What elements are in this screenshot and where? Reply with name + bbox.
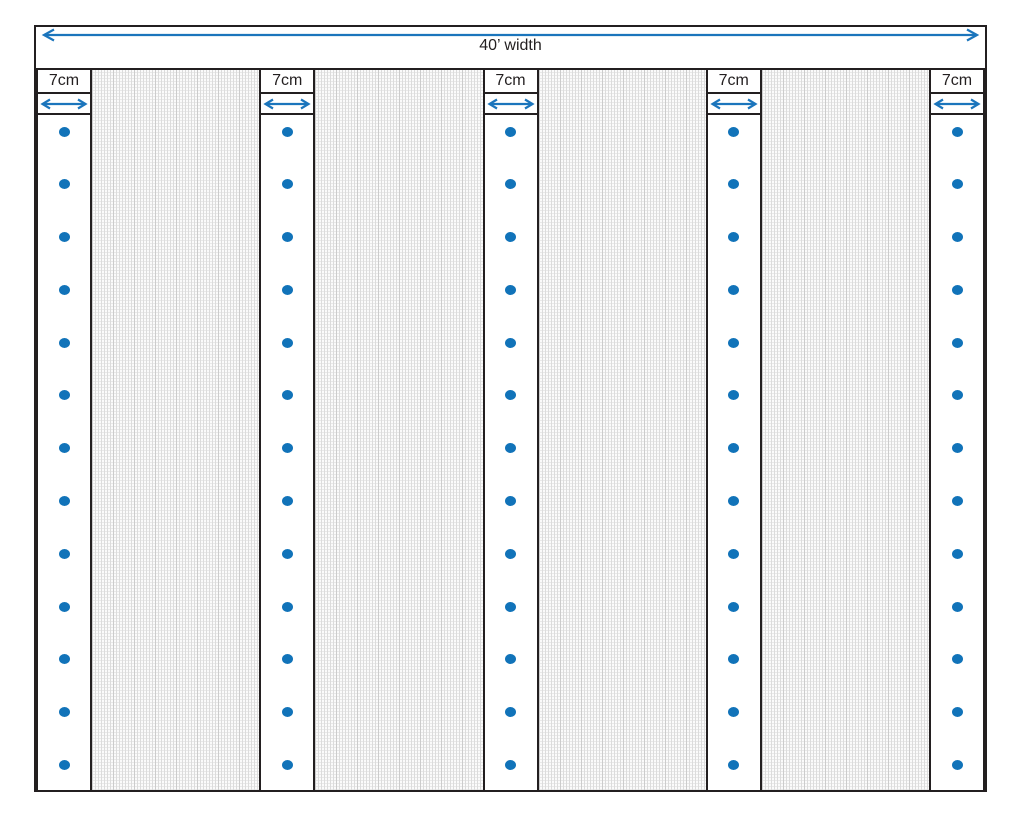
planting-hole-dot: [281, 496, 293, 507]
width-dimension-band: 40’ width: [36, 27, 985, 70]
dot-column: [708, 115, 760, 790]
planting-hole-dot: [281, 601, 293, 612]
strip-arrow-box: [707, 94, 760, 115]
planting-hole-dot: [505, 179, 516, 190]
planting-hole-dot: [951, 759, 963, 770]
planting-hole-dot: [281, 654, 293, 665]
strip-width-label: 7cm: [931, 70, 983, 94]
planting-hole-dot: [505, 496, 516, 507]
strip-width-label: 7cm: [38, 70, 90, 94]
planting-hole-dot: [728, 337, 740, 348]
tape-strip: 7cm: [705, 70, 762, 790]
planting-hole-dot: [58, 443, 70, 454]
planting-hole-dot: [58, 601, 70, 612]
planting-hole-dot: [281, 179, 293, 190]
planting-hole-dot: [58, 654, 70, 665]
planting-hole-dot: [951, 284, 963, 295]
planting-hole-dot: [281, 759, 293, 770]
mesh-panel: [315, 70, 483, 790]
planting-hole-dot: [951, 232, 963, 243]
tape-strip: 7cm: [482, 70, 539, 790]
mesh-panel: [538, 70, 706, 790]
planting-hole-dot: [58, 284, 70, 295]
diagram-body: 7cm 7cm 7cm 7cm 7cm: [36, 70, 985, 790]
planting-hole-dot: [58, 548, 70, 559]
planting-hole-dot: [58, 759, 70, 770]
strip-width-arrow-icon: [263, 98, 311, 109]
strip-width-label: 7cm: [484, 70, 537, 94]
planting-hole-dot: [728, 496, 740, 507]
strip-arrow-box: [931, 94, 983, 115]
mesh-panel: [92, 70, 260, 790]
planting-hole-dot: [281, 548, 293, 559]
dot-column: [261, 115, 313, 790]
planting-hole-dot: [58, 232, 70, 243]
planting-hole-dot: [58, 496, 70, 507]
planting-hole-dot: [728, 179, 740, 190]
planting-hole-dot: [58, 390, 70, 401]
planting-hole-dot: [728, 390, 740, 401]
planting-hole-dot: [728, 443, 740, 454]
planting-hole-dot: [951, 390, 963, 401]
planting-hole-dot: [505, 548, 516, 559]
planting-hole-dot: [281, 284, 293, 295]
planting-hole-dot: [728, 707, 740, 718]
strip-arrow-box: [261, 94, 314, 115]
planting-hole-dot: [728, 232, 740, 243]
planting-hole-dot: [505, 337, 516, 348]
planting-hole-dot: [505, 284, 516, 295]
planting-hole-dot: [951, 548, 963, 559]
mesh-panel: [761, 70, 929, 790]
planting-hole-dot: [58, 707, 70, 718]
tape-strip: 7cm: [36, 70, 92, 790]
planting-hole-dot: [951, 496, 963, 507]
dot-column: [931, 115, 983, 790]
planting-hole-dot: [281, 707, 293, 718]
planting-hole-dot: [505, 390, 516, 401]
planting-hole-dot: [951, 179, 963, 190]
planting-hole-dot: [728, 601, 740, 612]
width-dimension-label: 40’ width: [479, 37, 542, 54]
planting-hole-dot: [951, 601, 963, 612]
planting-hole-dot: [58, 126, 70, 137]
strip-width-arrow-icon: [40, 98, 88, 109]
planting-hole-dot: [951, 443, 963, 454]
planting-hole-dot: [58, 179, 70, 190]
planting-hole-dot: [728, 284, 740, 295]
planting-hole-dot: [505, 443, 516, 454]
planting-hole-dot: [505, 759, 516, 770]
strip-width-arrow-icon: [933, 98, 981, 109]
planting-hole-dot: [505, 126, 516, 137]
dot-column: [485, 115, 537, 790]
strip-width-label: 7cm: [261, 70, 314, 94]
diagram-frame: 40’ width 7cm 7cm 7cm 7cm 7cm: [34, 25, 987, 792]
planting-hole-dot: [951, 654, 963, 665]
planting-hole-dot: [505, 601, 516, 612]
planting-hole-dot: [728, 654, 740, 665]
planting-hole-dot: [951, 707, 963, 718]
tape-strip: 7cm: [259, 70, 316, 790]
planting-hole-dot: [281, 390, 293, 401]
planting-hole-dot: [281, 337, 293, 348]
planting-hole-dot: [505, 654, 516, 665]
planting-hole-dot: [281, 232, 293, 243]
planting-hole-dot: [728, 759, 740, 770]
planting-hole-dot: [58, 337, 70, 348]
tape-strip: 7cm: [929, 70, 985, 790]
strip-width-arrow-icon: [710, 98, 758, 109]
strip-arrow-box: [484, 94, 537, 115]
planting-hole-dot: [505, 232, 516, 243]
planting-hole-dot: [281, 443, 293, 454]
strip-width-arrow-icon: [486, 98, 535, 109]
strip-width-label: 7cm: [707, 70, 760, 94]
planting-hole-dot: [728, 548, 740, 559]
planting-hole-dot: [505, 707, 516, 718]
planting-hole-dot: [281, 126, 293, 137]
planting-hole-dot: [951, 126, 963, 137]
planting-hole-dot: [728, 126, 740, 137]
width-arrow-icon: [41, 28, 980, 42]
planting-hole-dot: [951, 337, 963, 348]
strip-arrow-box: [38, 94, 90, 115]
dot-column: [38, 115, 90, 790]
